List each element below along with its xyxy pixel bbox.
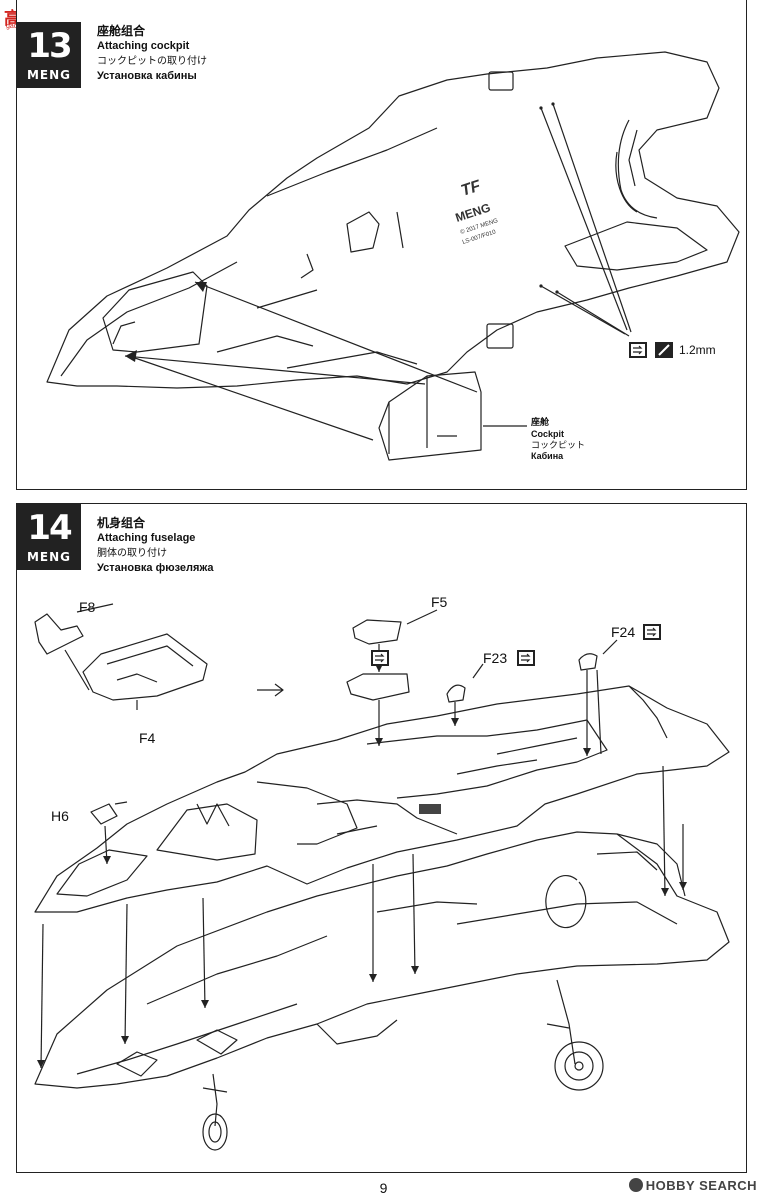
step-number: 13 <box>27 26 72 66</box>
step-number: 14 <box>27 508 72 548</box>
lower-hull-outline <box>46 51 740 389</box>
step-14-panel: 14 MENG 机身组合 Attaching fuselage 胴体の取り付け … <box>16 503 747 1173</box>
step-title-en: Attaching fuselage <box>97 532 196 544</box>
step-13-panel: 13 MENG 座舱组合 Attaching cockpit コックピットの取り… <box>16 0 747 490</box>
step-title-ru: Установка кабины <box>97 70 197 82</box>
part-label-h6: H6 <box>51 808 69 824</box>
source-watermark: HOBBY SEARCH <box>628 1178 757 1193</box>
brand-logo: MENG <box>26 68 72 82</box>
step-title-block: 机身组合 Attaching fuselage 胴体の取り付け Установк… <box>97 516 214 576</box>
flip-icon <box>517 650 535 666</box>
cockpit-tub <box>378 371 482 461</box>
part-label-f24: F24 <box>611 624 636 640</box>
part-f5 <box>352 619 402 645</box>
flip-icon <box>371 650 389 666</box>
part-label-zh: 座舱 <box>531 418 550 428</box>
brand-logo: MENG <box>26 550 72 564</box>
cockpit-assembly-drawing: TF MENG © 2017 MENG LS-007/F010 <box>46 51 740 461</box>
hull-text-tf: TF <box>459 177 484 200</box>
step-title-ru: Установка фюзеляжа <box>97 562 214 574</box>
part-label-ru: Кабина <box>531 451 564 461</box>
part-label-en: Cockpit <box>531 429 565 439</box>
step-number-badge: 13 MENG <box>17 22 81 88</box>
step-title-zh: 机身组合 <box>97 516 146 530</box>
part-f8 <box>34 613 84 655</box>
cockpit-part-label: 座舱 Cockpit コックピット Кабина <box>531 418 585 462</box>
part-label-f4: F4 <box>139 730 156 746</box>
nose-landing-gear <box>212 1073 218 1127</box>
page-number: 9 <box>379 1180 388 1196</box>
cockpit-opening <box>102 271 208 353</box>
part-label-jp: コックピット <box>531 440 586 450</box>
main-landing-gear <box>556 979 576 1065</box>
drill-size-label: 1.2mm <box>679 343 716 357</box>
part-label-f23: F23 <box>483 650 508 666</box>
drill-icon <box>655 342 673 358</box>
lower-fuselage <box>34 831 730 1089</box>
part-label-f8: F8 <box>79 599 96 615</box>
upper-fuselage <box>34 685 730 913</box>
fuselage-assembly-drawing <box>34 603 730 1151</box>
part-f4 <box>82 633 208 701</box>
step-title-zh: 座舱组合 <box>97 24 146 38</box>
source-watermark-text: HOBBY SEARCH <box>645 1178 757 1193</box>
flip-icon <box>629 342 647 358</box>
flip-icon <box>643 624 661 640</box>
part-label-f5: F5 <box>431 594 448 610</box>
step-title-jp: コックピットの取り付け <box>97 56 207 67</box>
part-h6 <box>90 803 118 825</box>
step-title-en: Attaching cockpit <box>97 40 190 52</box>
step-title-jp: 胴体の取り付け <box>97 548 167 559</box>
step-number-badge: 14 MENG <box>17 504 81 570</box>
hobby-search-logo-icon <box>628 1178 643 1192</box>
part-f23 <box>446 684 466 703</box>
step-title-block: 座舱组合 Attaching cockpit コックピットの取り付け Устан… <box>97 24 207 84</box>
part-f24 <box>578 653 598 671</box>
